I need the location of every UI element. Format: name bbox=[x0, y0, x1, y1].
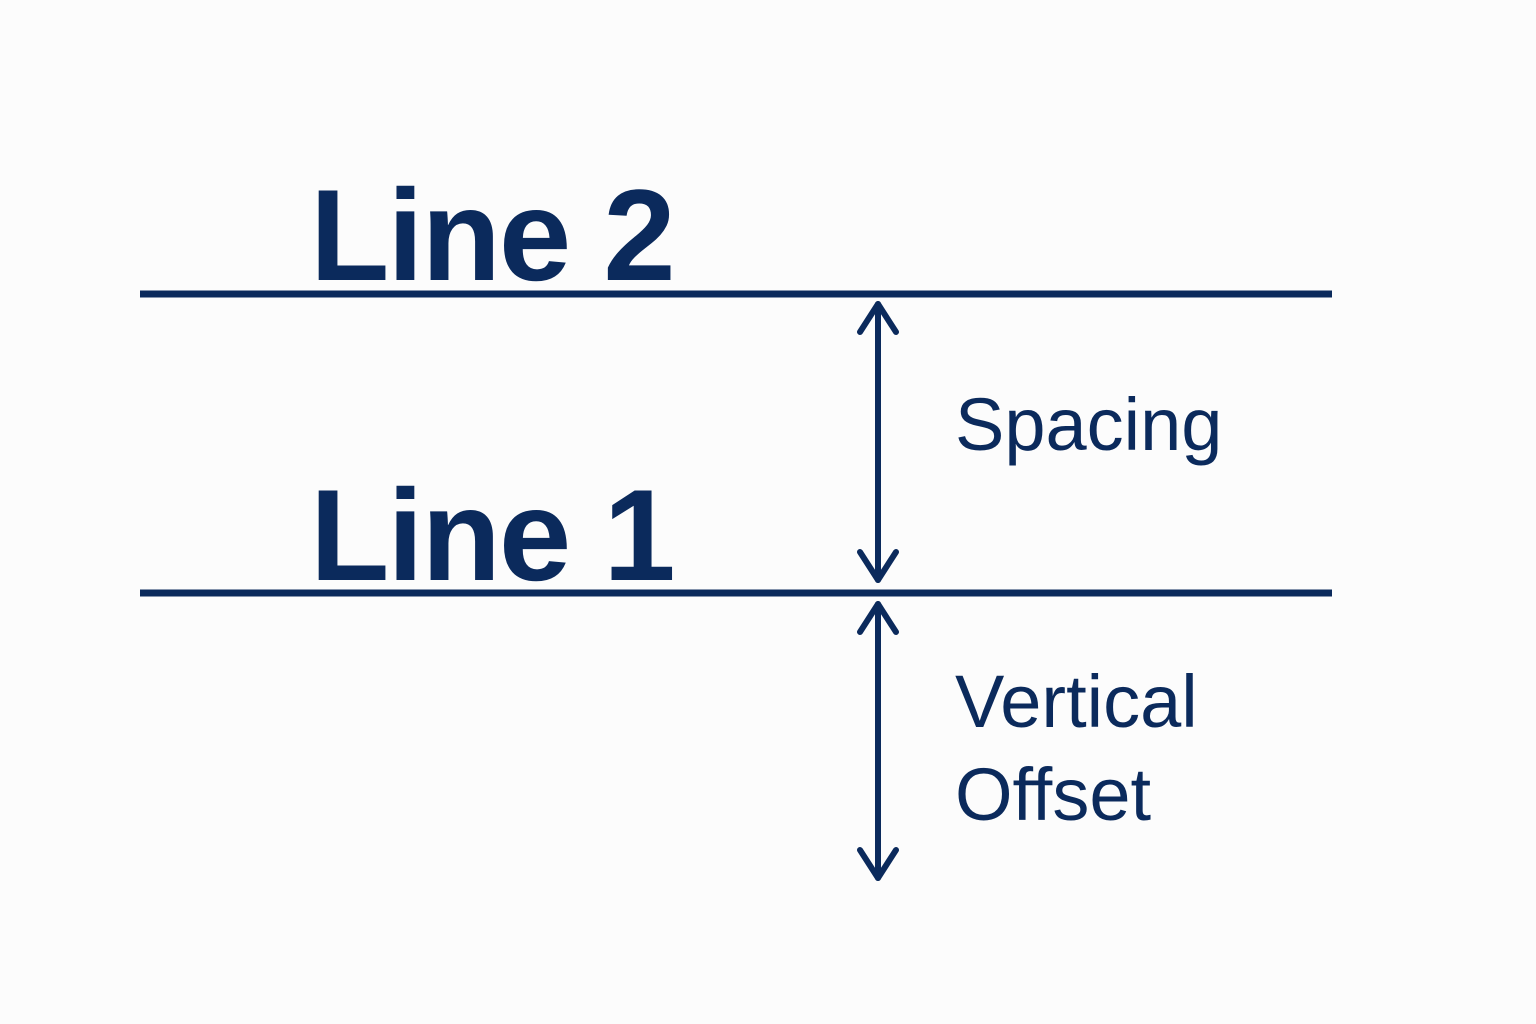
vertical-offset-label-line2: Offset bbox=[955, 753, 1151, 836]
spacing-label: Spacing bbox=[955, 383, 1222, 466]
line-1-label: Line 1 bbox=[310, 462, 674, 608]
spacing-arrow bbox=[857, 301, 899, 583]
line-2-label: Line 2 bbox=[310, 162, 674, 308]
vertical-offset-label-line1: Vertical bbox=[955, 660, 1198, 743]
vertical-offset-arrow bbox=[857, 601, 899, 881]
